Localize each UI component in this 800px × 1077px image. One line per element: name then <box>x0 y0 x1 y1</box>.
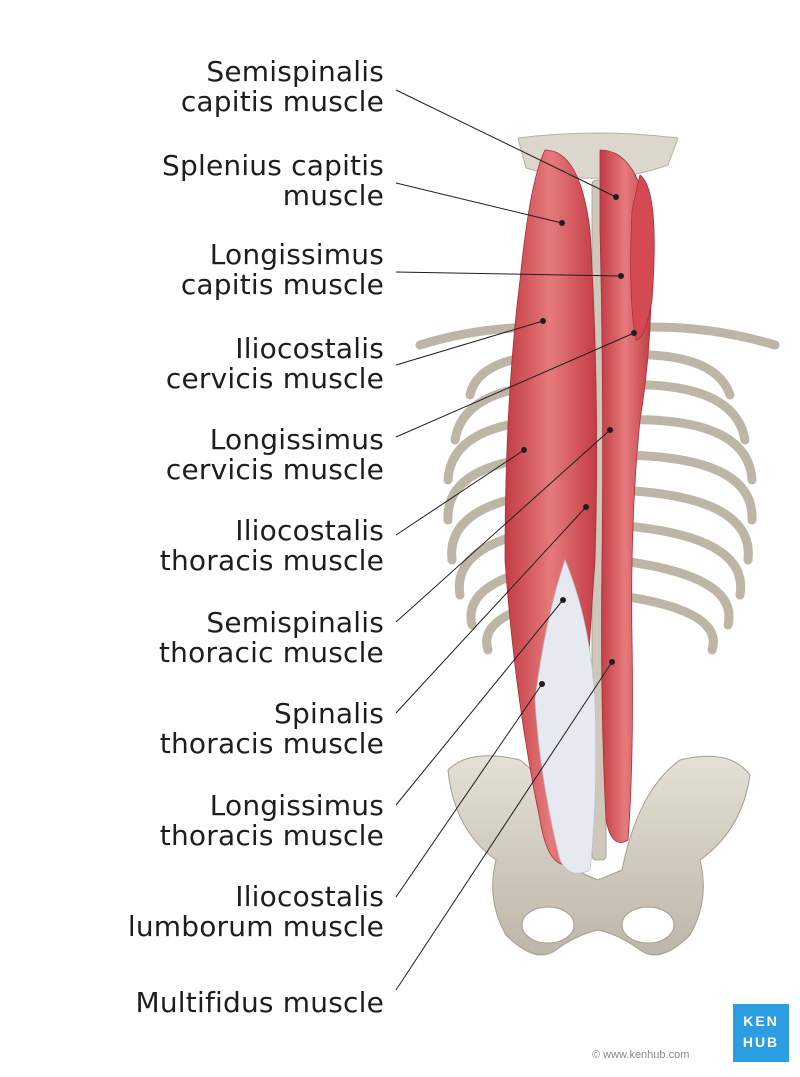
logo-text-top: KEN <box>743 1013 779 1029</box>
logo-text-bottom: HUB <box>742 1034 780 1050</box>
ribs-right <box>605 322 780 655</box>
leader-lines <box>395 89 637 991</box>
kenhub-logo[interactable]: KEN HUB <box>733 1004 789 1062</box>
thoracolumbar-aponeurosis <box>534 558 597 874</box>
copyright-credit: © www.kenhub.com <box>592 1049 690 1061</box>
label-multifidus: Multifidus muscle <box>135 986 384 1019</box>
